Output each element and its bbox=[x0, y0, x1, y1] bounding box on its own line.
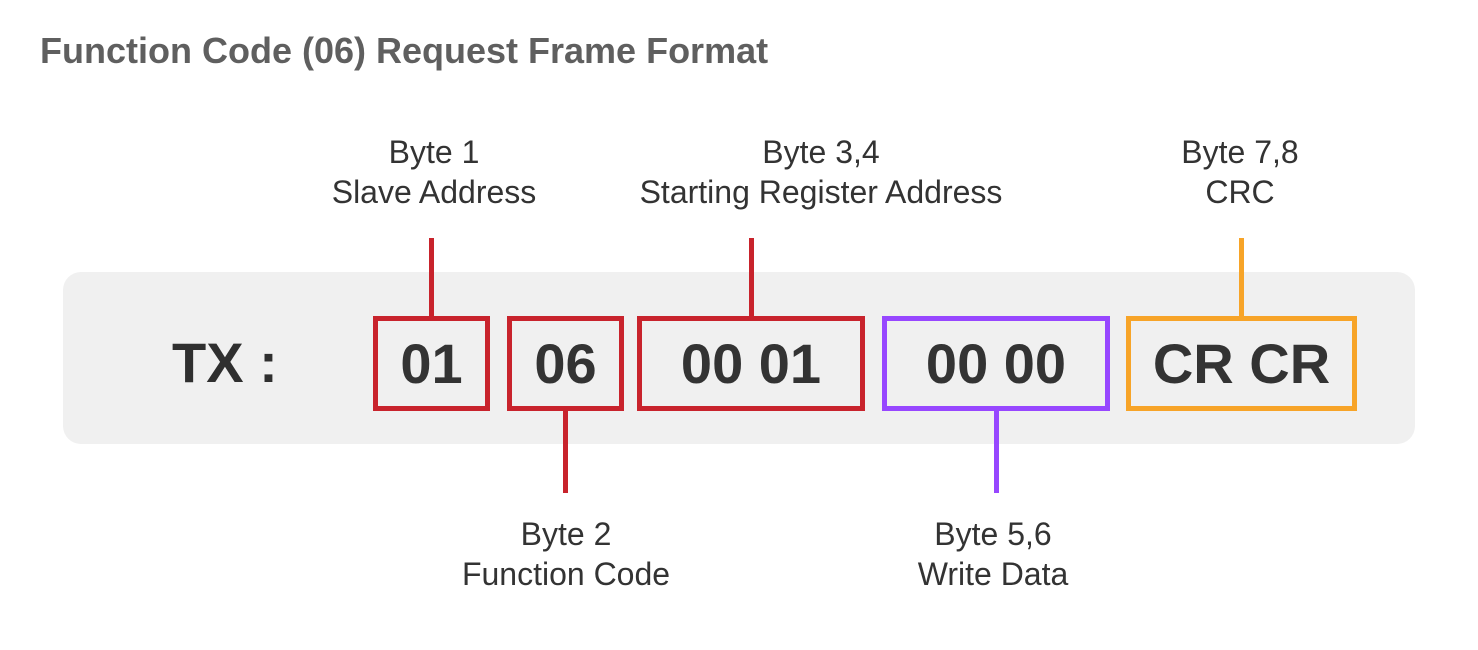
byte-2-connector bbox=[563, 409, 568, 493]
byte-5-6-box: 00 00 bbox=[882, 316, 1110, 411]
byte-5-6-label: Byte 5,6 Write Data bbox=[918, 514, 1069, 594]
byte-2-label: Byte 2 Function Code bbox=[462, 514, 670, 594]
page-title: Function Code (06) Request Frame Format bbox=[40, 30, 769, 71]
frame-background bbox=[63, 272, 1415, 444]
byte-7-8-label: Byte 7,8 CRC bbox=[1181, 132, 1298, 212]
tx-label: TX : bbox=[172, 331, 278, 394]
byte-2-label-index: Byte 2 bbox=[520, 516, 612, 552]
byte-3-4-label-desc: Starting Register Address bbox=[639, 174, 1003, 210]
byte-3-4-label-index: Byte 3,4 bbox=[762, 134, 880, 170]
byte-1-box: 01 bbox=[373, 316, 490, 411]
byte-5-6-label-index: Byte 5,6 bbox=[934, 516, 1052, 552]
byte-5-6-connector bbox=[994, 409, 999, 493]
byte-7-8-label-index: Byte 7,8 bbox=[1181, 134, 1299, 170]
byte-1-connector bbox=[429, 238, 434, 318]
byte-1-label-index: Byte 1 bbox=[388, 134, 480, 170]
byte-7-8-label-desc: CRC bbox=[1205, 174, 1275, 210]
byte-2-label-desc: Function Code bbox=[461, 556, 671, 592]
byte-7-8-box: CR CR bbox=[1126, 316, 1357, 411]
byte-1-label: Byte 1 Slave Address bbox=[332, 132, 537, 212]
byte-3-4-connector bbox=[749, 238, 754, 318]
byte-7-8-connector bbox=[1239, 238, 1244, 318]
byte-3-4-box: 00 01 bbox=[637, 316, 865, 411]
byte-3-4-label: Byte 3,4 Starting Register Address bbox=[640, 132, 1003, 212]
byte-2-box: 06 bbox=[507, 316, 624, 411]
byte-5-6-label-desc: Write Data bbox=[917, 556, 1069, 592]
byte-1-label-desc: Slave Address bbox=[331, 174, 537, 210]
